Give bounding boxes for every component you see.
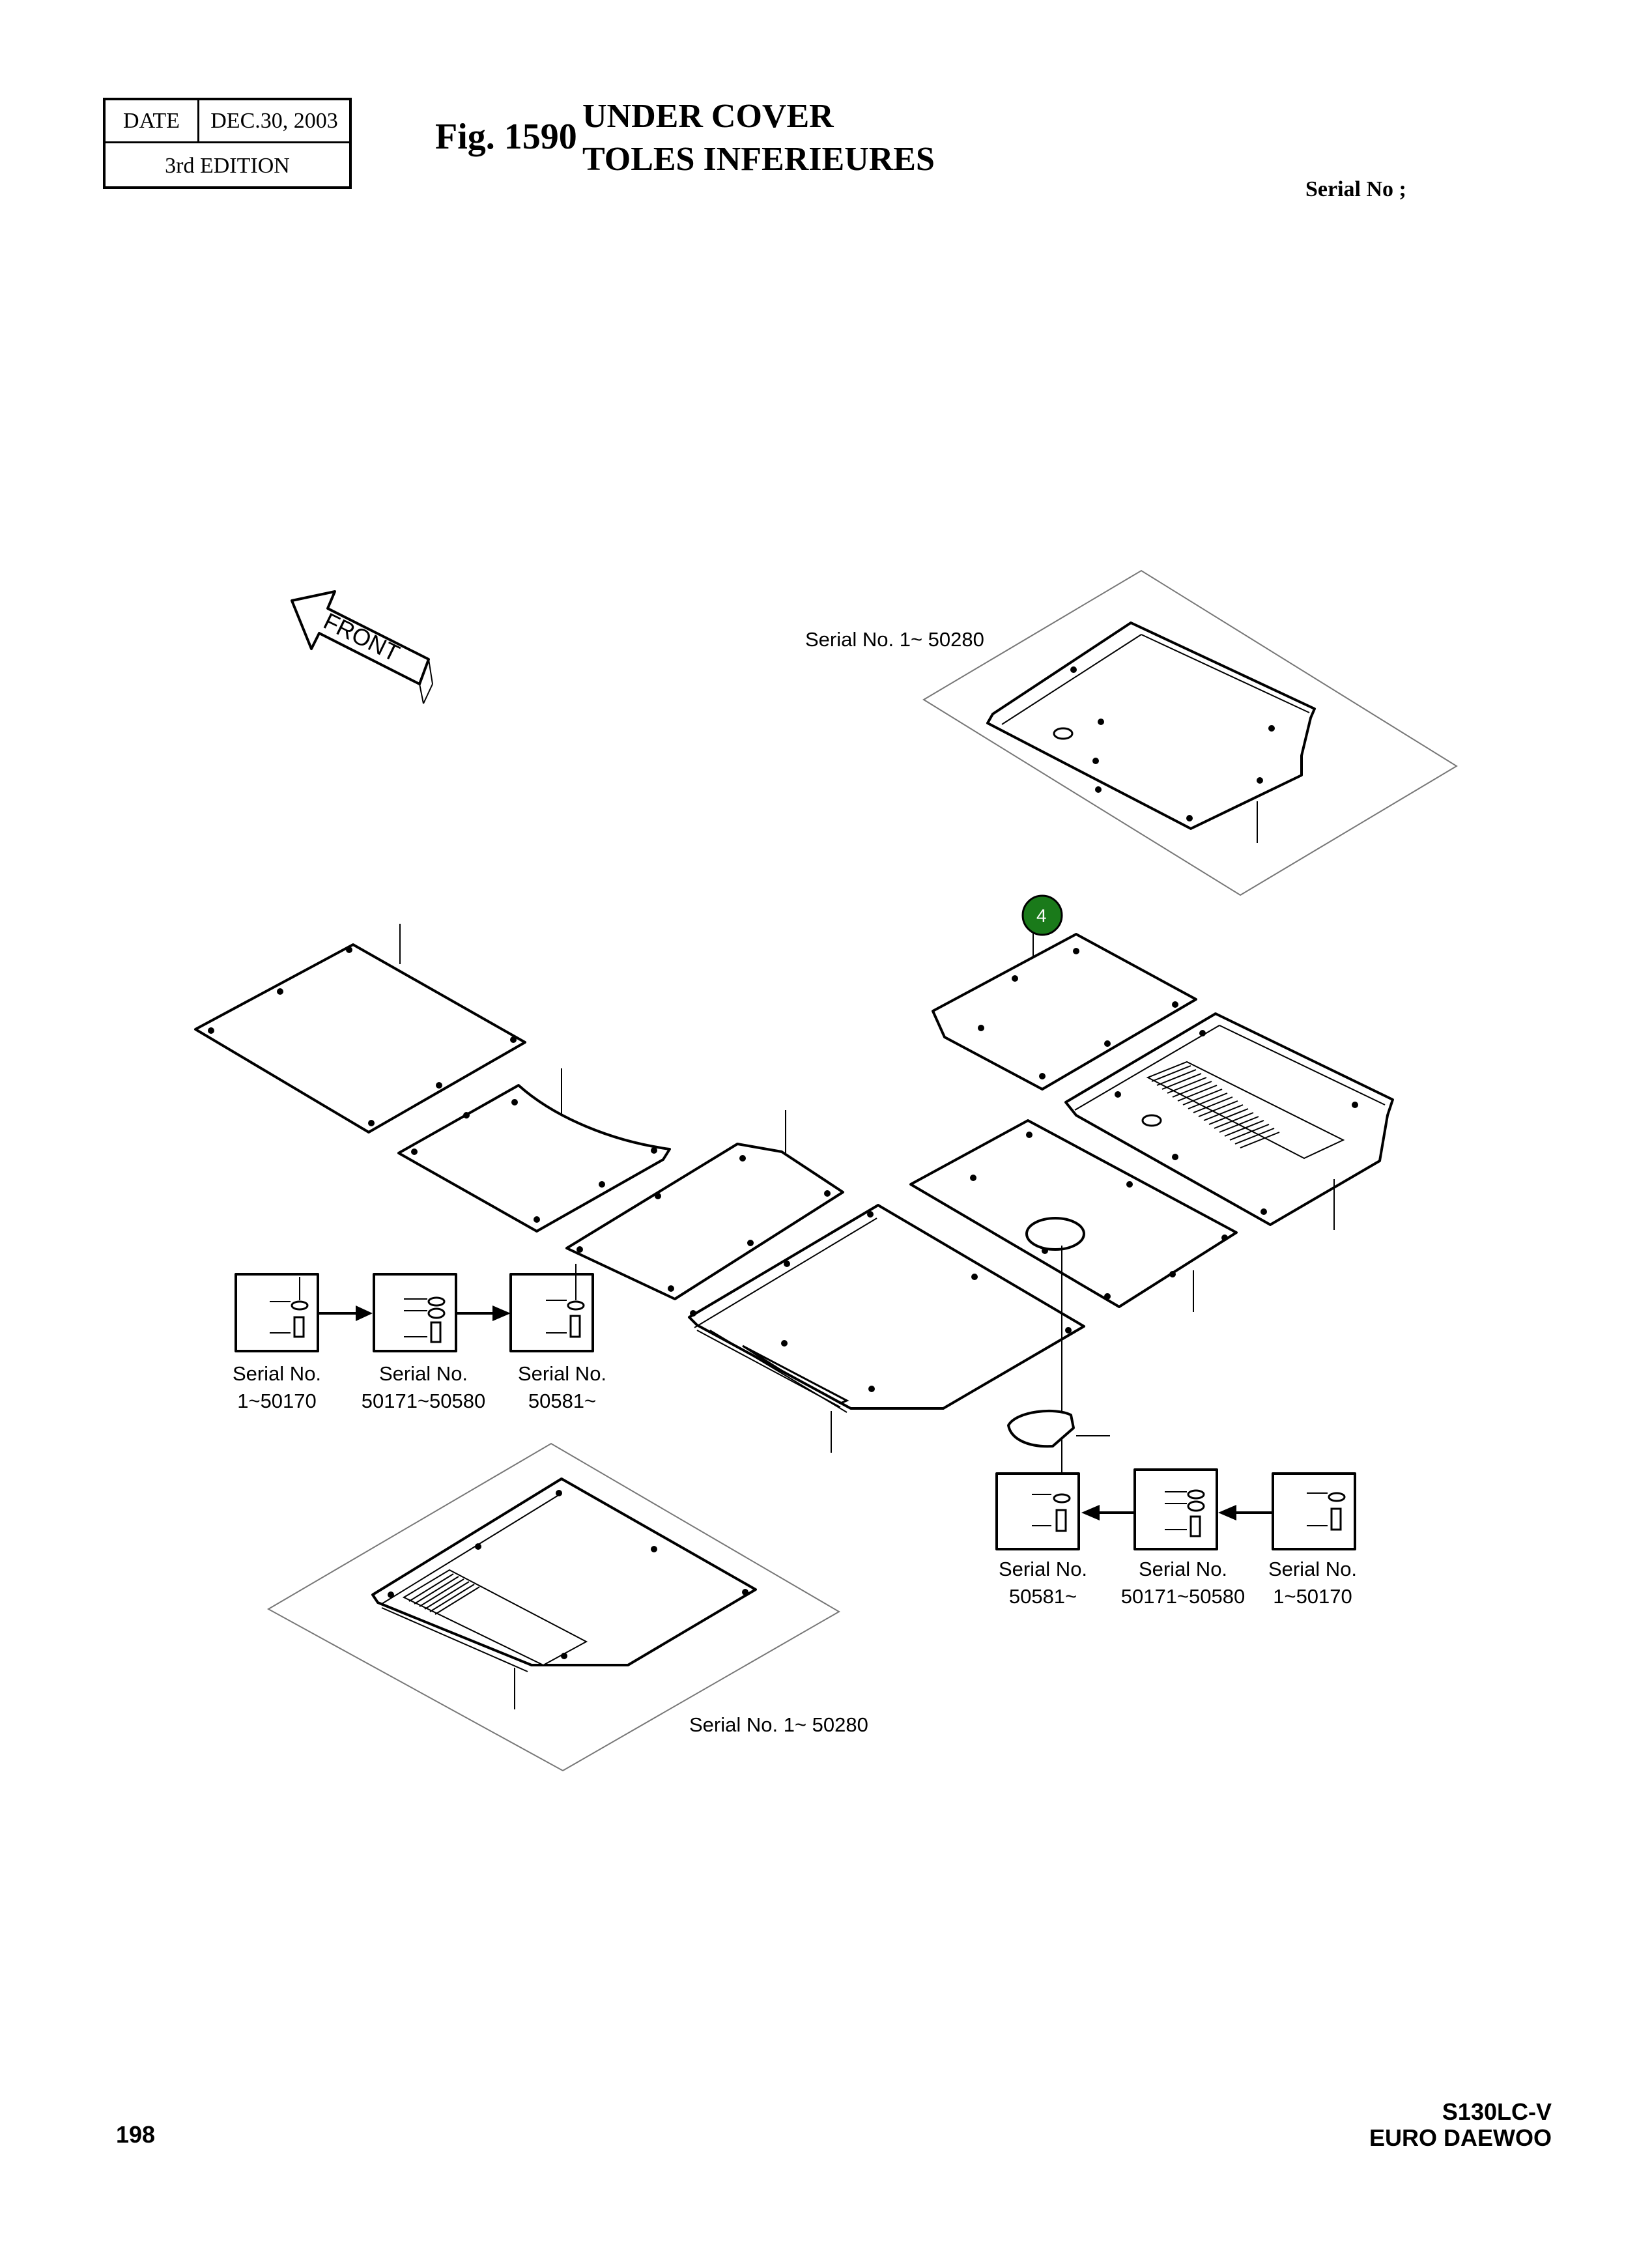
date-label: DATE (106, 100, 199, 141)
fastener-box-left-1 (235, 1273, 319, 1352)
fastener-label-left-3-line2: 50581~ (528, 1390, 597, 1412)
fastener-label-left-1-line2: 1~50170 (237, 1390, 317, 1412)
small-cover-plate (1007, 1409, 1110, 1448)
fastener-box-left-2 (373, 1273, 457, 1352)
fastener-label-left-3-line1: Serial No. (517, 1362, 607, 1385)
fastener-label-left-3: Serial No. 50581~ (502, 1360, 623, 1415)
right-louvered-cover (1064, 1012, 1394, 1230)
title-french: TOLES INFERIEURES (582, 141, 935, 178)
figure-title: UNDER COVER TOLES INFERIEURES (582, 95, 935, 181)
fastener-box-right-1 (995, 1472, 1080, 1550)
fastener-label-right-2-line2: 50171~50580 (1120, 1585, 1246, 1608)
brand-name: EURO DAEWOO (1369, 2124, 1552, 2151)
callout-4: 4 (1021, 894, 1063, 964)
callout-number: 4 (1036, 906, 1047, 926)
serial-heading: Serial No ; (1305, 177, 1406, 201)
front-arrow-icon: FRONT (291, 590, 433, 704)
arrow-right-1-icon (1081, 1505, 1133, 1520)
fastener-box-left-3 (509, 1264, 594, 1352)
page-number: 198 (116, 2121, 156, 2148)
inset-top-label: Serial No. 1~ 50280 (805, 628, 984, 651)
fastener-label-right-2: Serial No. 50171~50580 (1111, 1556, 1255, 1610)
arrow-left-1-icon (319, 1305, 373, 1321)
right-middle-plate (909, 1119, 1238, 1312)
fastener-label-right-1-line2: 50581~ (1008, 1585, 1077, 1608)
date-row: DATE DEC.30, 2003 (106, 100, 349, 143)
fastener-label-right-3: Serial No. 1~50170 (1252, 1556, 1373, 1610)
inset-bottom-label: Serial No. 1~ 50280 (689, 1713, 868, 1736)
fastener-label-left-2-line1: Serial No. (378, 1362, 468, 1385)
fastener-box-right-3 (1272, 1472, 1356, 1550)
inset-bottom (266, 1442, 840, 1772)
fastener-label-right-3-line2: 1~50170 (1273, 1585, 1352, 1608)
left-curved-plate (397, 1068, 671, 1233)
fastener-label-left-1-line1: Serial No. (232, 1362, 322, 1385)
fastener-label-right-2-line1: Serial No. (1138, 1558, 1228, 1580)
date-edition-box: DATE DEC.30, 2003 3rd EDITION (103, 98, 352, 189)
model-name: S130LC-V (1442, 2098, 1552, 2125)
fastener-label-right-1-line1: Serial No. (998, 1558, 1088, 1580)
arrow-left-2-icon (457, 1305, 511, 1321)
left-top-plate (194, 924, 526, 1134)
center-strip-plate (565, 1110, 844, 1300)
edition-label: 3rd EDITION (165, 154, 290, 178)
model-block: S130LC-V EURO DAEWOO (1369, 2099, 1552, 2151)
main-center-cover (688, 1204, 1085, 1453)
date-value: DEC.30, 2003 (210, 109, 338, 133)
fastener-label-left-2-line2: 50171~50580 (361, 1390, 486, 1412)
title-english: UNDER COVER (582, 98, 834, 135)
front-label: FRONT (319, 607, 403, 666)
fastener-label-right-1: Serial No. 50581~ (982, 1556, 1104, 1610)
fastener-label-left-2: Serial No. 50171~50580 (352, 1360, 495, 1415)
inset-top (922, 569, 1458, 896)
panel-4 (932, 933, 1197, 1091)
fastener-label-right-3-line1: Serial No. (1268, 1558, 1358, 1580)
fastener-box-right-2 (1133, 1468, 1218, 1550)
arrow-right-2-icon (1218, 1505, 1272, 1520)
figure-number: Fig. 1590 (435, 117, 577, 157)
callout-4-circle (1021, 894, 1063, 936)
fastener-label-left-1: Serial No. 1~50170 (216, 1360, 337, 1415)
